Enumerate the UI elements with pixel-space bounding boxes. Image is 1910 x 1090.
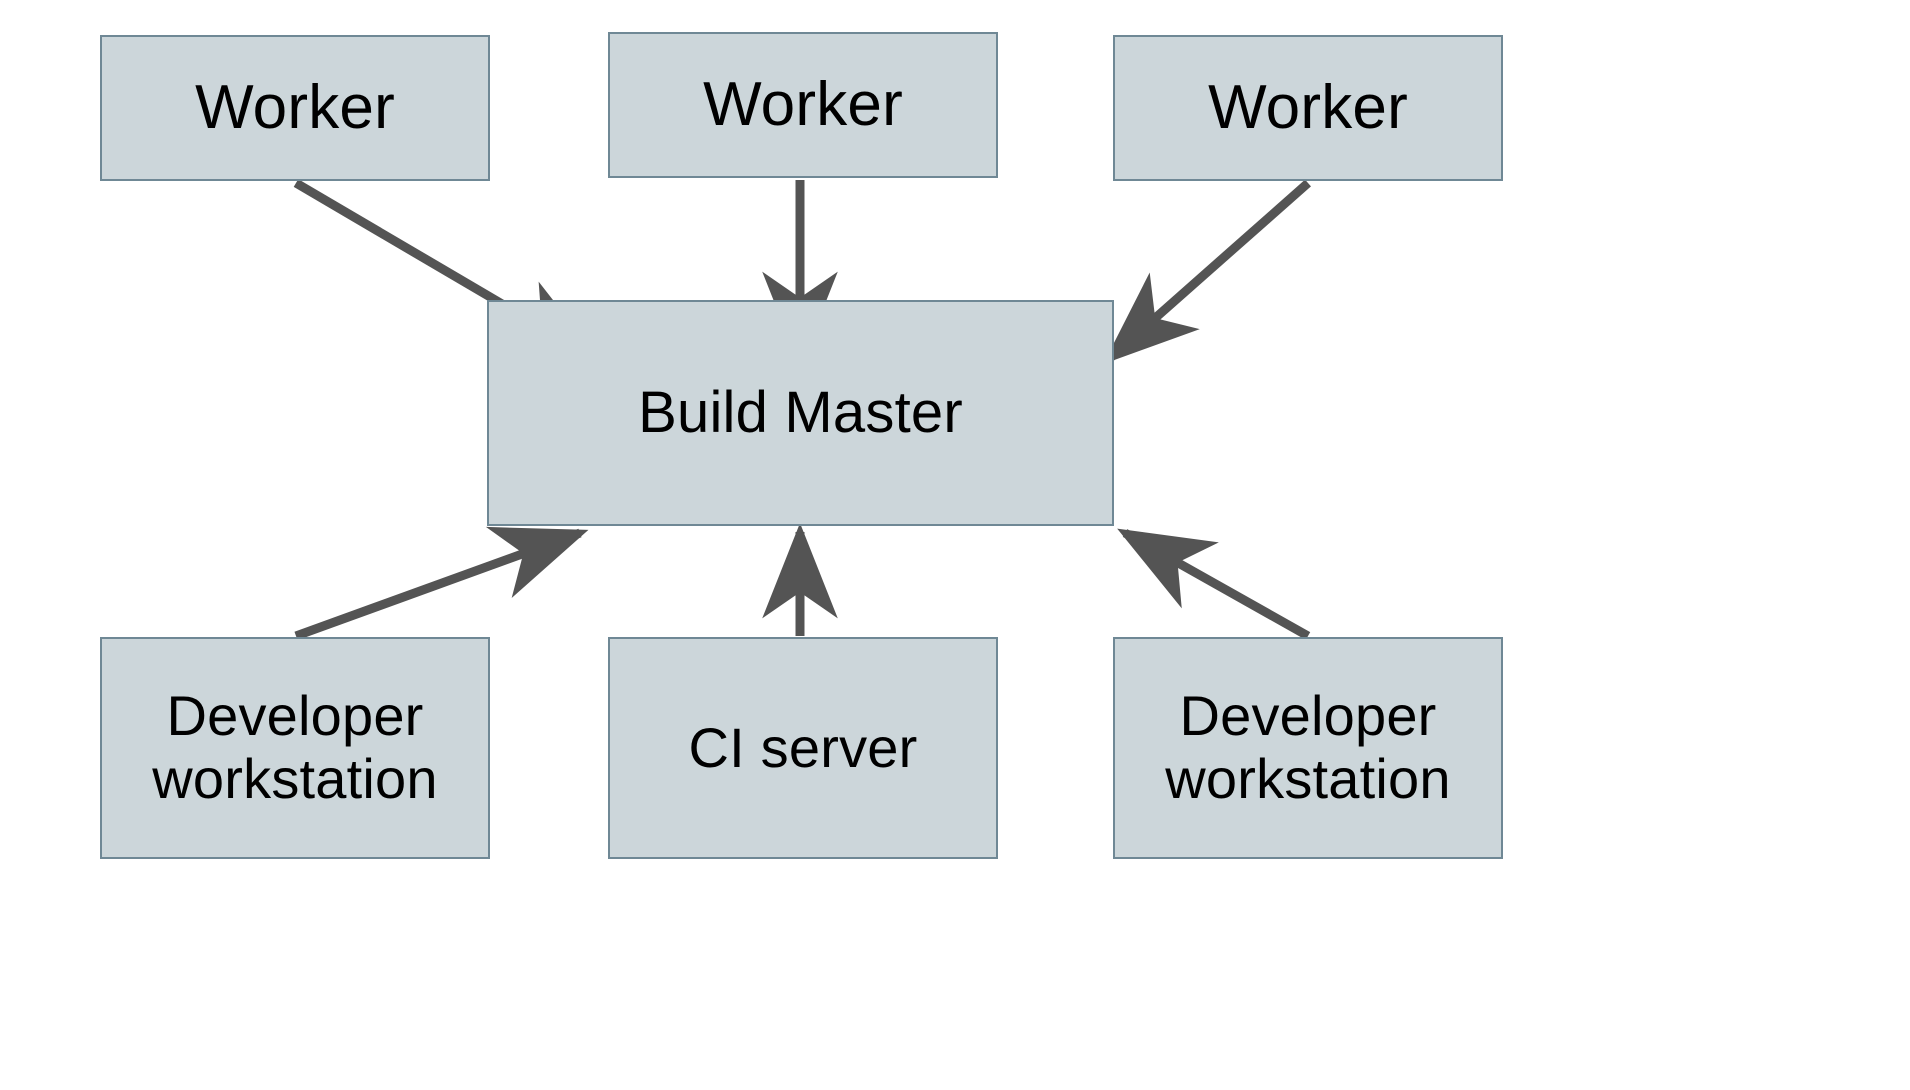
node-ci-server[interactable]: CI server <box>608 637 998 859</box>
node-worker-2-label: Worker <box>703 70 903 140</box>
edge-developer-workstation-right-to-build-master <box>1117 528 1311 640</box>
node-worker-1-label: Worker <box>195 73 395 143</box>
node-worker-1[interactable]: Worker <box>100 35 490 181</box>
node-worker-3-label: Worker <box>1208 73 1408 143</box>
node-build-master-label: Build Master <box>638 379 963 445</box>
node-ci-server-label: CI server <box>688 715 918 779</box>
edge-developer-workstation-left-to-build-master <box>294 526 589 641</box>
node-build-master[interactable]: Build Master <box>487 300 1114 526</box>
edge-worker-3-to-build-master <box>1103 179 1311 364</box>
node-developer-workstation-right[interactable]: Developer workstation <box>1113 637 1503 859</box>
node-developer-workstation-right-label: Developer workstation <box>1165 684 1451 810</box>
node-developer-workstation-left-label: Developer workstation <box>152 684 438 810</box>
node-worker-2[interactable]: Worker <box>608 32 998 178</box>
node-worker-3[interactable]: Worker <box>1113 35 1503 181</box>
node-developer-workstation-left[interactable]: Developer workstation <box>100 637 490 859</box>
